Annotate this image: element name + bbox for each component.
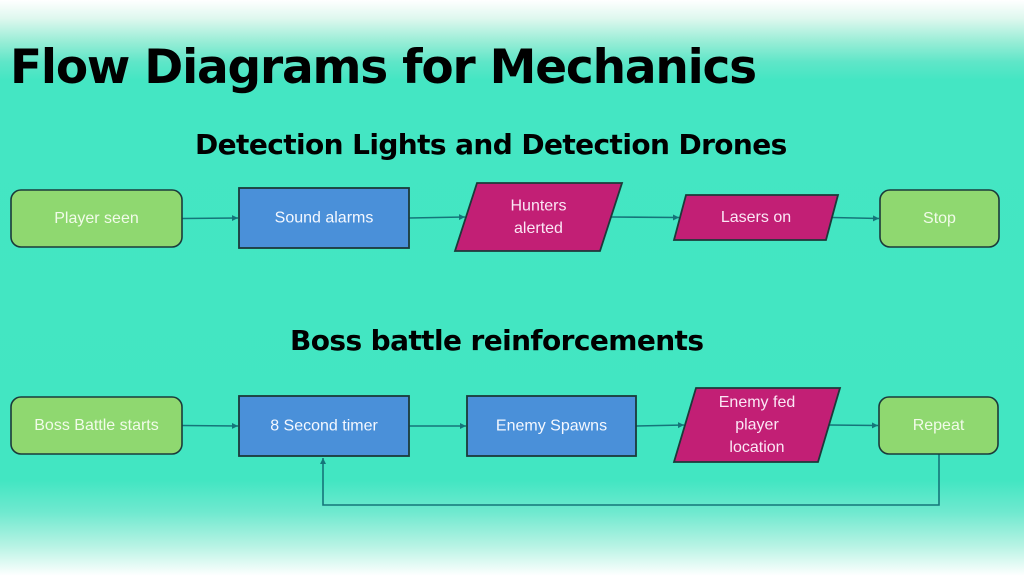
terminal-shape bbox=[878, 396, 999, 455]
node-eight-second-timer[interactable]: 8 Second timer bbox=[238, 395, 410, 457]
node-label: Sound alarms bbox=[275, 210, 374, 227]
node-stop[interactable]: Stop bbox=[879, 189, 1000, 248]
process-shape bbox=[238, 187, 410, 249]
process-shape bbox=[466, 395, 637, 457]
flow-title-detection: Detection Lights and Detection Drones bbox=[195, 128, 787, 161]
node-label: player bbox=[735, 417, 779, 434]
node-label: Boss Battle starts bbox=[34, 417, 159, 434]
node-label: 8 Second timer bbox=[270, 418, 378, 435]
node-label: Enemy fed bbox=[719, 394, 795, 411]
terminal-shape bbox=[879, 189, 1000, 248]
node-repeat[interactable]: Repeat bbox=[878, 396, 999, 455]
node-enemy-fed-player-location[interactable]: Enemy fed player location bbox=[672, 387, 842, 463]
connector-lasers-on-to-stop bbox=[831, 215, 880, 222]
page-title: Flow Diagrams for Mechanics bbox=[10, 40, 757, 95]
node-label: Hunters bbox=[510, 197, 566, 214]
data-shape bbox=[672, 194, 840, 241]
node-label: Enemy Spawns bbox=[496, 418, 607, 435]
connector-sound-alarms-to-hunters-alerted bbox=[408, 214, 466, 221]
node-label: location bbox=[729, 439, 784, 456]
node-enemy-spawns[interactable]: Enemy Spawns bbox=[466, 395, 637, 457]
node-label: Lasers on bbox=[721, 209, 791, 226]
terminal-shape bbox=[10, 396, 183, 455]
data-shape bbox=[672, 387, 842, 463]
connectors-layer bbox=[181, 214, 940, 506]
node-lasers-on[interactable]: Lasers on bbox=[672, 194, 840, 241]
data-shape bbox=[453, 182, 624, 252]
connector-boss-battle-starts-to-eight-second-timer bbox=[181, 422, 239, 429]
connector-enemy-spawns-to-enemy-fed-player-location bbox=[635, 422, 685, 429]
flow-title-boss-battle: Boss battle reinforcements bbox=[290, 324, 704, 357]
connector-player-seen-to-sound-alarms bbox=[181, 215, 239, 222]
node-label: Stop bbox=[923, 210, 956, 227]
node-label: alerted bbox=[514, 220, 563, 237]
connector-enemy-fed-player-location-to-repeat bbox=[828, 422, 879, 429]
node-sound-alarms[interactable]: Sound alarms bbox=[238, 187, 410, 249]
node-boss-battle-starts[interactable]: Boss Battle starts bbox=[10, 396, 183, 455]
node-hunters-alerted[interactable]: Hunters alerted bbox=[453, 182, 624, 252]
connector-repeat-to-eight-second-timer bbox=[320, 454, 940, 506]
terminal-shape bbox=[10, 189, 183, 248]
process-shape bbox=[238, 395, 410, 457]
nodes-layer: Player seen Sound alarms Hunters alerted Las… bbox=[10, 182, 1000, 463]
connector-hunters-alerted-to-lasers-on bbox=[610, 214, 680, 221]
node-player-seen[interactable]: Player seen bbox=[10, 189, 183, 248]
node-label: Player seen bbox=[54, 210, 139, 227]
node-label: Repeat bbox=[913, 417, 965, 434]
